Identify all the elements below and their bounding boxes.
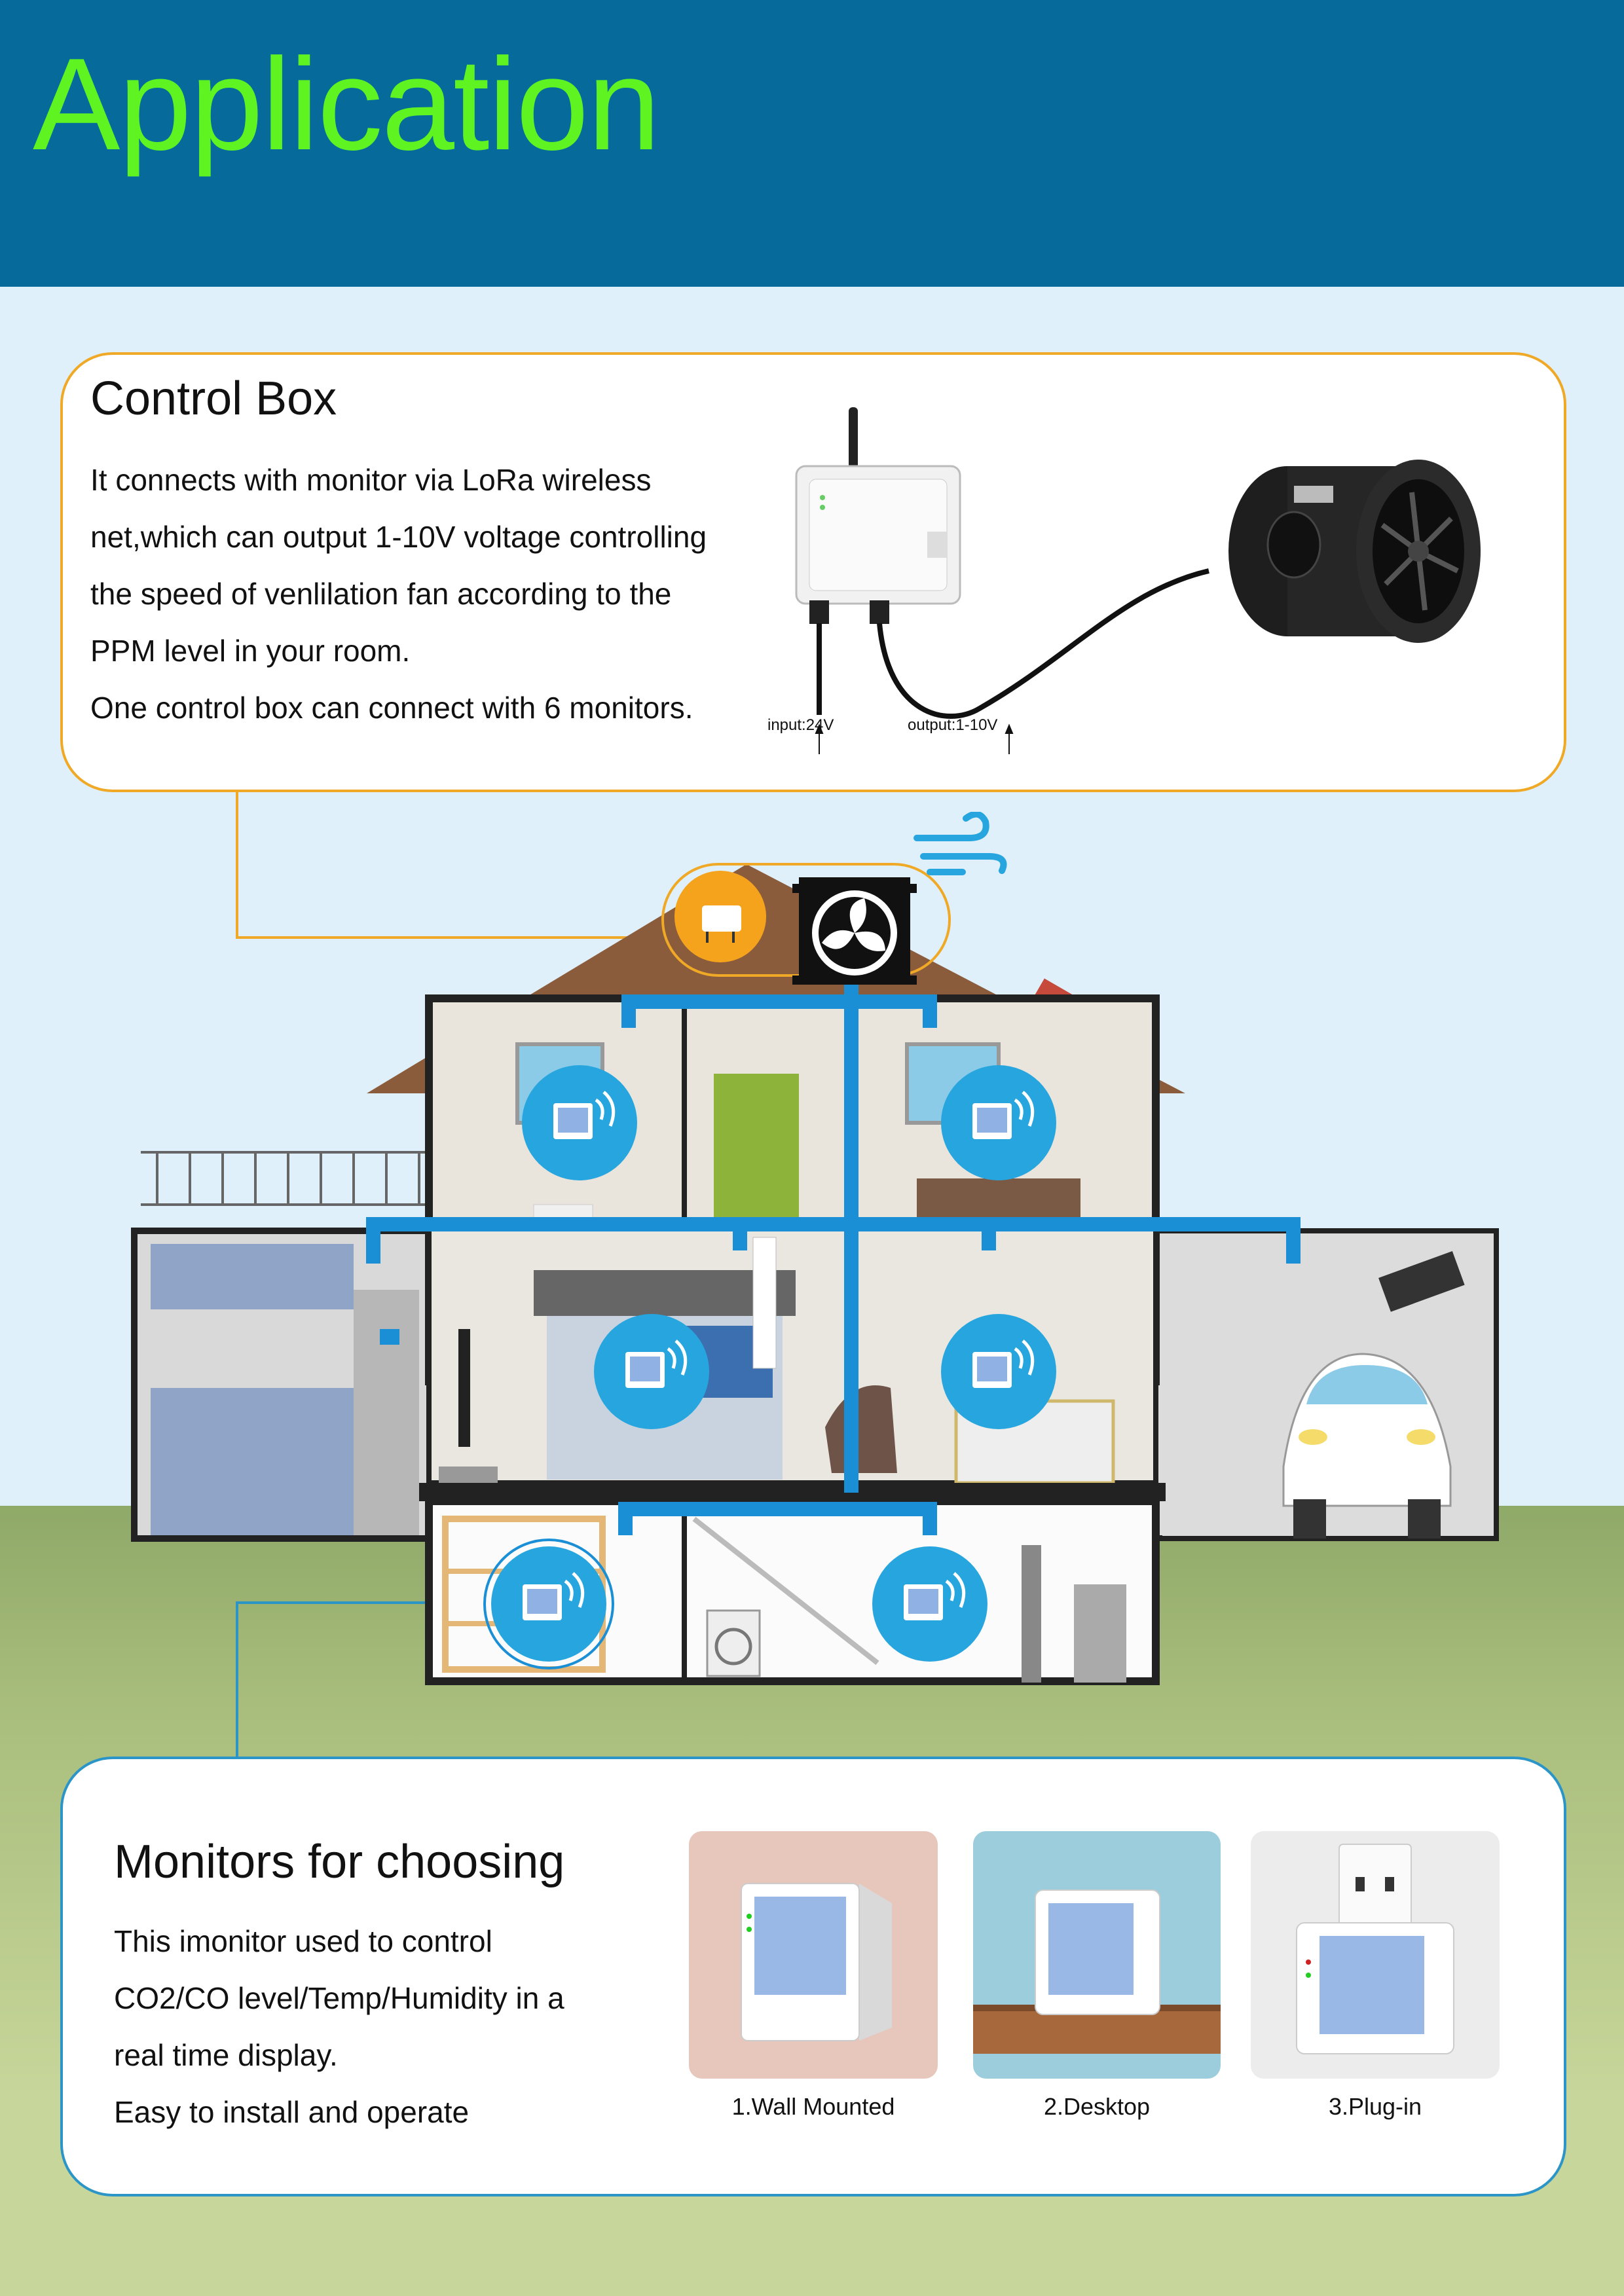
plug-in-thumbnail[interactable]	[1251, 1831, 1500, 2079]
car	[1282, 1353, 1452, 1539]
fan-icon	[792, 877, 917, 985]
wall-mounted-thumbnail[interactable]	[689, 1831, 938, 2079]
option-label-plug-in: 3.Plug-in	[1328, 2093, 1422, 2120]
monitors-description: This imonitor used to control CO2/CO lev…	[114, 1924, 564, 2129]
wind-icon	[913, 812, 1007, 875]
desktop-thumbnail[interactable]	[973, 1831, 1221, 2079]
wifi-icon	[564, 1091, 1035, 1608]
monitor-device-icon	[973, 1889, 1221, 2054]
monitor-device-icon-living	[594, 1314, 709, 1429]
antenna-icon	[849, 407, 858, 473]
output-label: output:1-10V	[908, 716, 998, 734]
control-box-title: Control Box	[90, 373, 337, 425]
monitor-device-icon-bedroom	[941, 1065, 1056, 1180]
monitor-device-icon-laundry	[872, 1546, 987, 1662]
monitors-panel: Monitors for choosing This imonitor used…	[60, 1757, 1566, 2196]
monitor-device-icon-study	[941, 1314, 1056, 1429]
option-label-wall-mounted: 1.Wall Mounted	[731, 2093, 895, 2120]
cables	[817, 568, 1209, 719]
monitor-device-icon-bathroom	[522, 1065, 637, 1180]
control-box-panel: Control Box It connects with monitor via…	[60, 352, 1566, 792]
monitor-device-icon	[741, 1883, 892, 2041]
header-bar: Application	[0, 0, 1624, 287]
monitor-device-icon-storage	[483, 1539, 614, 1669]
control-box-description: It connects with monitor via LoRa wirele…	[90, 463, 707, 725]
control-box-device-diagram	[795, 407, 1481, 754]
option-label-desktop: 2.Desktop	[1043, 2093, 1151, 2120]
inline-duct-fan	[1228, 460, 1481, 643]
monitors-title: Monitors for choosing	[114, 1836, 565, 1888]
control-box-device	[795, 465, 961, 624]
attic-control-box	[674, 871, 766, 962]
balcony-railing	[141, 1151, 432, 1206]
monitor-device-icon	[1296, 1844, 1454, 2054]
page-title: Application	[33, 31, 660, 177]
input-label: input:24V	[767, 716, 834, 734]
house-illustration	[131, 812, 1499, 1685]
